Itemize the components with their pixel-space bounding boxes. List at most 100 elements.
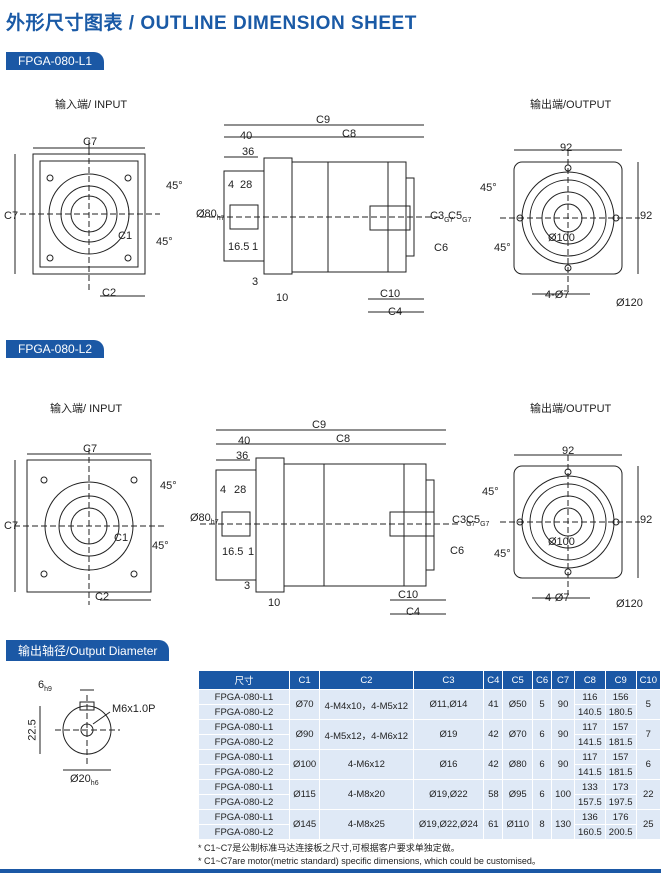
dim-92-side-l1: 92 bbox=[640, 210, 653, 222]
dim-10-l2: 10 bbox=[268, 597, 281, 609]
th-c1: C1 bbox=[288, 670, 321, 690]
dim-angle-b-l1: 45° bbox=[156, 236, 173, 248]
shaft-thread: M6x1.0P bbox=[112, 703, 156, 715]
dim-angle-b-l2: 45° bbox=[152, 540, 169, 552]
model-cell: FPGA-080-L1 bbox=[198, 719, 290, 735]
shaft-height: 22.5 bbox=[26, 719, 39, 741]
dim-c9-l1: C9 bbox=[316, 114, 331, 126]
c7-cell: 90 bbox=[551, 689, 575, 720]
dim-28-l1: 28 bbox=[240, 179, 253, 191]
th-c7: C7 bbox=[551, 670, 575, 690]
dim-4-l2: 4 bbox=[220, 484, 227, 496]
dim-c1-l2: C1 bbox=[114, 532, 129, 544]
th-c3: C3 bbox=[412, 670, 485, 690]
dim-c8-l2: C8 bbox=[336, 433, 351, 445]
dim-holes-l2: 4-Ø7 bbox=[545, 592, 570, 604]
dim-holes-l1: 4-Ø7 bbox=[545, 289, 570, 301]
c3-cell: Ø19 bbox=[412, 719, 485, 750]
c2-cell: 4-M6x12 bbox=[319, 749, 414, 780]
dim-3-l2: 3 bbox=[244, 580, 251, 592]
c4-cell: 41 bbox=[483, 689, 504, 720]
c10-cell: 7 bbox=[635, 719, 661, 750]
c9-cell: 200.5 bbox=[604, 824, 637, 840]
dim-92-top-l2: 92 bbox=[562, 445, 575, 457]
th-c4: C4 bbox=[483, 670, 504, 690]
shaft-diameter: Ø20h6 bbox=[70, 773, 99, 788]
output-label-l1: 输出端/OUTPUT bbox=[530, 99, 612, 111]
dim-3-l1: 3 bbox=[252, 276, 259, 288]
output-view-l2 bbox=[500, 454, 640, 599]
dim-c4-l1: C4 bbox=[388, 306, 403, 318]
dim-c5-l2: C5G7 bbox=[466, 514, 490, 529]
page-title: 外形尺寸图表 / OUTLINE DIMENSION SHEET bbox=[6, 13, 417, 34]
c10-cell: 22 bbox=[635, 779, 661, 810]
input-view-l2 bbox=[14, 448, 165, 605]
dim-1-l1: 1 bbox=[252, 241, 259, 253]
dim-c6-l2: C6 bbox=[450, 545, 465, 557]
dim-c8-l1: C8 bbox=[342, 128, 357, 140]
side-view-l2 bbox=[200, 429, 460, 615]
c10-cell: 25 bbox=[635, 809, 661, 840]
dim-c3-l1: C3G7 bbox=[430, 210, 454, 225]
model-cell: FPGA-080-L2 bbox=[198, 704, 290, 720]
th-c5: C5 bbox=[502, 670, 533, 690]
c9-cell: 181.5 bbox=[604, 734, 637, 750]
c10-cell: 5 bbox=[635, 689, 661, 720]
dim-c9-l2: C9 bbox=[312, 419, 327, 431]
c9-cell: 197.5 bbox=[604, 794, 637, 810]
c8-cell: 157.5 bbox=[574, 794, 606, 810]
dim-angle-d-l2: 45° bbox=[494, 548, 511, 560]
c8-cell: 133 bbox=[574, 779, 606, 795]
c4-cell: 61 bbox=[483, 809, 504, 840]
c7-cell: 90 bbox=[551, 749, 575, 780]
shaft-view bbox=[39, 689, 120, 771]
dim-36-l1: 36 bbox=[242, 146, 255, 158]
model-cell: FPGA-080-L1 bbox=[198, 749, 290, 765]
dim-c5-l1: C5G7 bbox=[448, 210, 472, 225]
c6-cell: 6 bbox=[531, 719, 553, 750]
dim-c3-l2: C3G7 bbox=[452, 514, 476, 529]
c6-cell: 5 bbox=[531, 689, 553, 720]
dim-16-5-l2: 16.5 bbox=[222, 546, 244, 558]
output-label-l2: 输出端/OUTPUT bbox=[530, 403, 612, 415]
dim-d120-l1: Ø120 bbox=[616, 297, 643, 309]
c8-cell: 136 bbox=[574, 809, 606, 825]
c8-cell: 141.5 bbox=[574, 764, 606, 780]
dim-d80-l1: Ø80h7 bbox=[196, 208, 225, 223]
c9-cell: 176 bbox=[604, 809, 637, 825]
c5-cell: Ø80 bbox=[502, 749, 533, 780]
c9-cell: 157 bbox=[604, 749, 637, 765]
c8-cell: 116 bbox=[574, 689, 606, 705]
th-c10: C10 bbox=[635, 670, 661, 690]
c7-cell: 130 bbox=[551, 809, 575, 840]
section-tag-l2: FPGA-080-L2 bbox=[6, 340, 105, 358]
input-label-l1: 输入端/ INPUT bbox=[55, 99, 128, 111]
c2-cell: 4-M4x10，4-M5x12 bbox=[319, 689, 414, 720]
note-chinese: * C1~C7是公制标准马达连接板之尺寸,可根据客户要求单独定做。 bbox=[198, 843, 460, 853]
c8-cell: 117 bbox=[574, 749, 606, 765]
dim-40-l2: 40 bbox=[238, 435, 251, 447]
c1-cell: Ø70 bbox=[288, 689, 321, 720]
model-cell: FPGA-080-L2 bbox=[198, 764, 290, 780]
c4-cell: 42 bbox=[483, 719, 504, 750]
c6-cell: 6 bbox=[531, 779, 553, 810]
model-cell: FPGA-080-L1 bbox=[198, 689, 290, 705]
dim-36-l2: 36 bbox=[236, 450, 249, 462]
model-cell: FPGA-080-L2 bbox=[198, 794, 290, 810]
dim-92-top-l1: 92 bbox=[560, 142, 573, 154]
dim-angle-a-l2: 45° bbox=[160, 480, 177, 492]
dim-c2-l1: C2 bbox=[102, 287, 117, 299]
c7-cell: 90 bbox=[551, 719, 575, 750]
dim-c7-top-l1: C7 bbox=[83, 136, 98, 148]
c1-cell: Ø90 bbox=[288, 719, 321, 750]
dim-angle-d-l1: 45° bbox=[494, 242, 511, 254]
dim-d120-l2: Ø120 bbox=[616, 598, 643, 610]
c9-cell: 180.5 bbox=[604, 704, 637, 720]
